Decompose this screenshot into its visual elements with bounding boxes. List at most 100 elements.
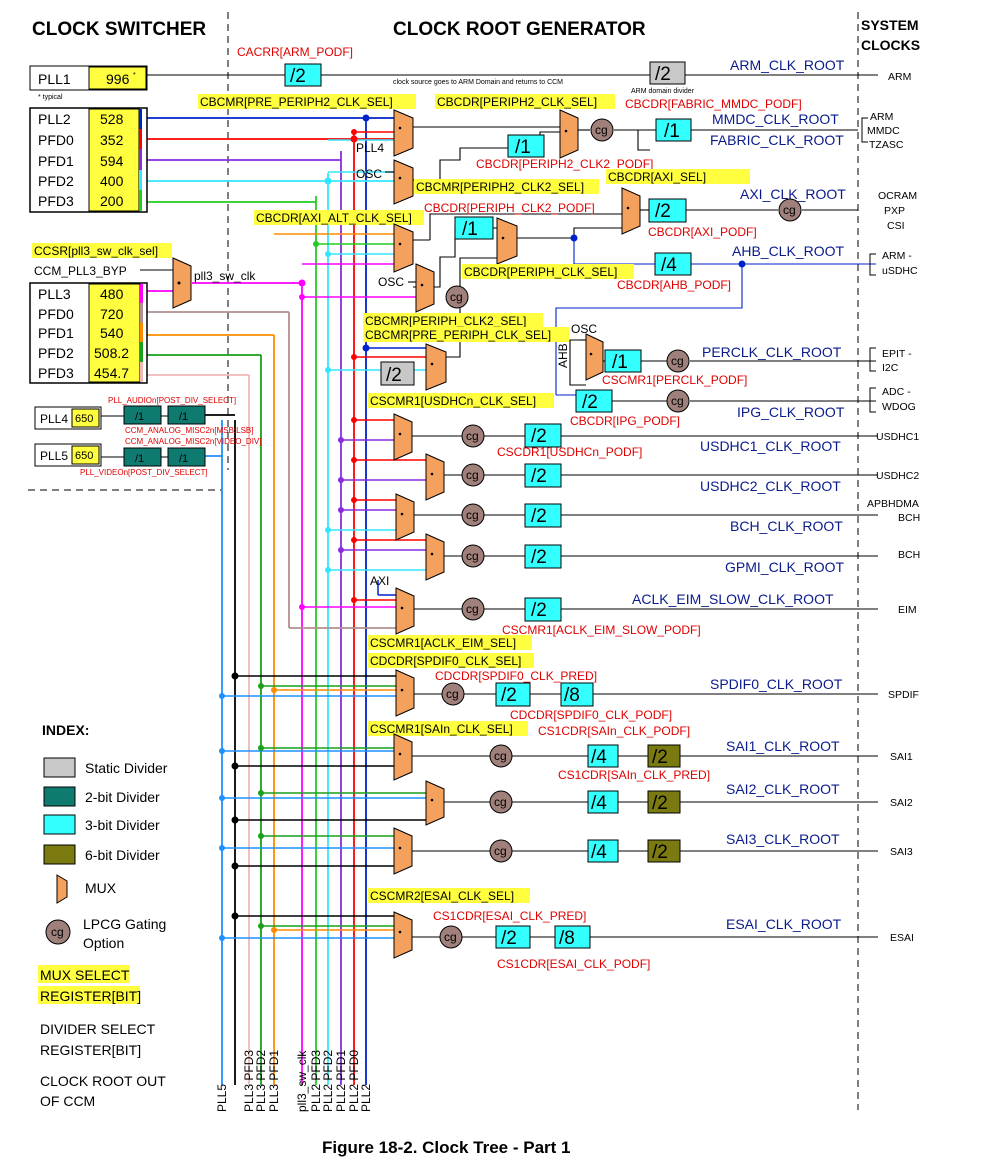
esai-pred-register: CS1CDR[ESAI_CLK_PRED]	[433, 909, 586, 923]
usdhc1-mux	[393, 413, 413, 461]
axi-input-label: AXI	[370, 574, 389, 588]
sys-arm2: ARM	[870, 111, 893, 123]
pll4-misc-reg: CCM_ANALOG_MISC2n[MSB:LSB]	[125, 426, 253, 435]
sys-epit-1: EPIT -	[882, 348, 912, 360]
usdhc2-podf-divider-label: /2	[531, 466, 547, 487]
pll3-pfd0-value: 720	[100, 306, 124, 322]
pll4-value-cell	[71, 408, 100, 428]
esai-podf-register: CS1CDR[ESAI_CLK_PODF]	[497, 957, 650, 971]
axi-cg-icon	[778, 198, 802, 222]
usdhc1-cg-icon	[461, 424, 485, 448]
pll2-pfd0-name: PFD0	[38, 132, 74, 148]
pll3-pfd2-value: 508.2	[94, 345, 129, 361]
sys-tzasc: TZASC	[869, 139, 904, 151]
pll3-bypass-label: CCM_PLL3_BYP	[34, 264, 127, 278]
periph2-clk2-divider	[507, 134, 545, 158]
arm-podf-divider	[284, 63, 322, 87]
axi-alt-register: CBCDR[AXI_ALT_CLK_SEL]	[256, 211, 412, 225]
legend-mux-sel-2: REGISTER[BIT]	[40, 988, 141, 1004]
bus-label: pll3_sw_clk	[295, 1050, 309, 1112]
arm-domain-divider-label: /2	[655, 64, 671, 85]
usdhc1-podf-divider	[524, 423, 562, 448]
legend-two-bit-label: 2-bit Divider	[85, 789, 160, 805]
esai-podf-divider-label: /8	[559, 928, 575, 949]
sai2-pred-divider-label: /4	[591, 793, 607, 814]
sai3-podf-divider	[647, 839, 681, 863]
bch-divider-label: /2	[531, 506, 547, 527]
sai1-cg-label: cg	[494, 749, 507, 763]
sys-mmdc: MMDC	[867, 125, 900, 137]
pre-periph-mux	[425, 343, 447, 391]
spdif-podf-register: CDCDR[SPDIF0_CLK_PODF]	[510, 708, 672, 722]
legend-six-bit-label: 6-bit Divider	[85, 847, 160, 863]
eim-cg-icon	[461, 597, 485, 621]
usdhc2-cg-label: cg	[466, 468, 479, 482]
spdif-pred-register: CDCDR[SPDIF0_CLK_PRED]	[435, 669, 597, 683]
sys-sai2: SAI2	[890, 797, 913, 809]
usdhc-sel-highlight	[368, 393, 554, 408]
pll5-value-cell	[71, 445, 100, 465]
esai-pred-divider	[495, 925, 531, 949]
sys-ocram: OCRAM	[878, 190, 917, 202]
pre-periph-highlight	[363, 327, 569, 342]
eim-sel-highlight	[368, 635, 532, 650]
osc-input-3: OSC	[571, 322, 597, 336]
arm-podf-divider-label: /2	[290, 66, 306, 87]
sai2-cg-icon	[489, 790, 513, 814]
sai2-podf-divider-label: /2	[652, 793, 668, 814]
esai-cg-icon	[439, 925, 463, 949]
bus-label: PLL2 PFD0	[347, 1050, 361, 1112]
spdif-pred-divider-label: /2	[501, 685, 517, 706]
ahb-clk-root: AHB_CLK_ROOT	[732, 243, 844, 259]
pll3-pfd1-value: 540	[100, 325, 124, 341]
pll4-name: PLL4	[40, 412, 68, 426]
arm-domain-divider-note: ARM domain divider	[631, 88, 695, 95]
spdif-cg-icon	[441, 682, 465, 706]
pll2-pfd1-value: 594	[100, 153, 124, 169]
legend-lpcg-1: LPCG Gating	[83, 916, 166, 932]
bus-label: PLL2 PFD3	[309, 1050, 323, 1112]
legend-lpcg-2: Option	[83, 935, 124, 951]
periph-clk2-podf-register: CBCDR[PERIPH_CLK2_PODF]	[424, 201, 595, 215]
sai-sel-highlight	[368, 721, 528, 736]
pll2-pfd1-name: PFD1	[38, 153, 74, 169]
clock-root-generator-title: CLOCK ROOT GENERATOR	[393, 19, 646, 40]
sai1-podf-divider-label: /2	[652, 747, 668, 768]
pll3-sw-clk-label: pll3_sw_clk	[194, 269, 256, 283]
pll3-sw-mux	[172, 257, 192, 309]
eim-clk-root: ACLK_EIM_SLOW_CLK_ROOT	[632, 591, 834, 607]
spdif-cg-label: cg	[446, 687, 459, 701]
pll5-post-div-reg: PLL_VIDEOn[POST_DIV_SELECT]	[80, 468, 208, 477]
bus-label: PLL3 PFD2	[254, 1050, 268, 1112]
periph-clk2-cg-label: cg	[450, 290, 463, 304]
legend: INDEX: Static Divider 2-bit Divider 3-bi…	[38, 722, 168, 1109]
ccsr-highlight	[32, 243, 172, 258]
periph2-clk2-podf-register: CBCDR[PERIPH2_CLK2_PODF]	[476, 157, 653, 171]
esai-pred-divider-label: /2	[501, 928, 517, 949]
bottom-bus-labels: PLL5 PLL3 PFD3 PLL3 PFD2 PLL3 PFD1 pll3_…	[215, 1050, 373, 1112]
sai3-cg-icon	[489, 839, 513, 863]
legend-root-out-1: CLOCK ROOT OUT	[40, 1073, 166, 1089]
usdhc1-podf-divider-label: /2	[531, 426, 547, 447]
periph2-clk2-divider-label: /1	[515, 137, 531, 158]
eim-slow-podf-register: CSCMR1[ACLK_EIM_SLOW_PODF]	[502, 623, 701, 637]
bus-label: PLL2 PFD1	[334, 1050, 348, 1112]
legend-three-bit-swatch	[43, 814, 76, 835]
eim-mux	[395, 587, 415, 635]
pll2-pfd3-name: PFD3	[38, 193, 74, 209]
sai3-mux	[393, 827, 413, 875]
arm-domain-divider	[649, 61, 686, 85]
legend-mux-sel-highlight-2	[38, 986, 140, 1004]
pll1-value-cell	[88, 66, 147, 90]
cacrr-register: CACRR[ARM_PODF]	[237, 45, 353, 59]
bch-divider	[524, 503, 562, 528]
perclk-podf-divider-label: /1	[612, 352, 628, 373]
sys-arm-usdhc-1: ARM -	[882, 250, 912, 262]
pll3-row-name: PLL3	[38, 286, 71, 302]
perclk-podf-register: CSCMR1[PERCLK_PODF]	[602, 373, 747, 387]
sys-sai1: SAI1	[890, 751, 913, 763]
sai1-pred-divider	[587, 744, 619, 768]
axi-podf-divider	[648, 198, 687, 223]
sys-epit-2: I2C	[882, 362, 899, 374]
pll3-pfd0-name: PFD0	[38, 306, 74, 322]
